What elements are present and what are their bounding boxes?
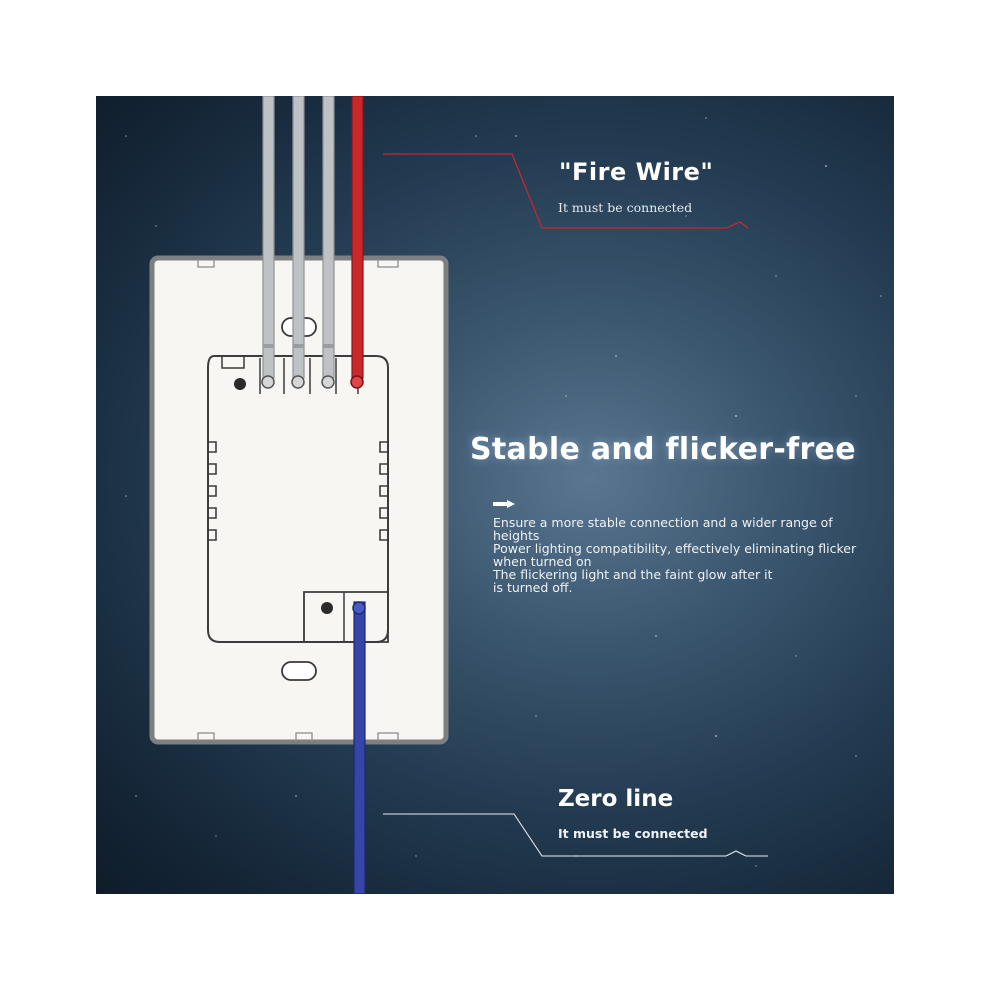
product-image-panel: "Fire Wire" It must be connected Stable … xyxy=(96,96,894,894)
switch-wiring-illustration xyxy=(149,96,768,894)
zero-line-subtitle: It must be connected xyxy=(558,826,708,841)
description-line: Ensure a more stable connection and a wi… xyxy=(493,515,833,530)
bottom-mounting-slot xyxy=(281,661,317,681)
description-line: is turned off. xyxy=(493,580,573,595)
headline: Stable and flicker-free xyxy=(470,432,856,467)
fire-wire-title: "Fire Wire" xyxy=(559,158,714,186)
gray-wires xyxy=(261,96,335,389)
zero-line-title: Zero line xyxy=(558,786,674,812)
fire-wire-subtitle: It must be connected xyxy=(558,200,693,215)
description-line: heights xyxy=(493,528,540,543)
arrow-icon xyxy=(493,500,515,508)
description-line: when turned on xyxy=(493,554,592,569)
zero-line-callout-line xyxy=(383,813,768,857)
fire-wire xyxy=(350,96,364,389)
ground-screw xyxy=(234,378,246,390)
zero-wire xyxy=(352,601,366,894)
description-line: The flickering light and the faint glow … xyxy=(493,567,773,582)
description: Ensure a more stable connection and a wi… xyxy=(493,516,873,594)
description-line: Power lighting compatibility, effectivel… xyxy=(493,541,857,556)
fire-wire-callout-line xyxy=(383,153,749,229)
